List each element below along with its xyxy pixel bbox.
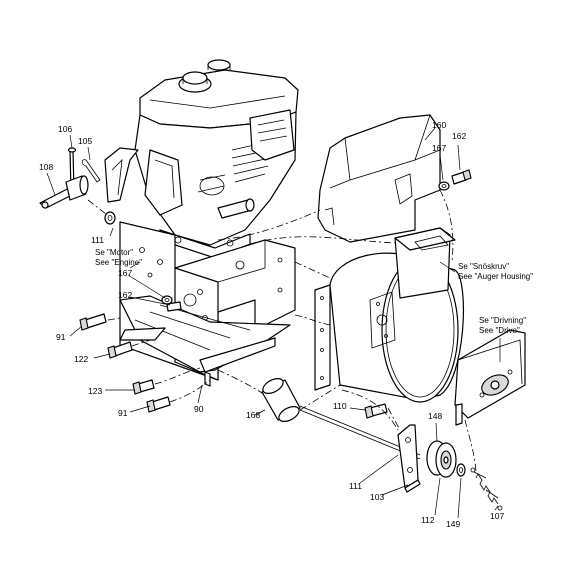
callout-105: 105 — [78, 136, 93, 146]
callout-103: 103 — [370, 492, 385, 502]
callout-112: 112 — [421, 515, 435, 525]
engine-reference-line2: See "Engine" — [95, 258, 143, 267]
fan-housing — [314, 227, 465, 403]
drive-reference-line1: Se "Drivning" — [479, 316, 527, 325]
callout-162-left: 162 — [118, 290, 133, 300]
auger-reference-line1: Se "Snöskruv" — [458, 262, 510, 271]
callout-leaders — [46, 127, 501, 519]
assembly-guide-lines — [87, 189, 477, 473]
callout-110: 110 — [333, 401, 347, 411]
callout-148: 148 — [428, 411, 443, 421]
callout-91-upper: 91 — [56, 332, 66, 342]
auger-housing-reference-note: Se "Snöskruv" See "Auger Housing" — [458, 262, 533, 282]
callout-108: 108 — [39, 162, 54, 172]
callout-167-left: 167 — [118, 268, 133, 278]
engine-reference-note: Se "Motor" See "Engine" — [95, 248, 142, 268]
drive-plate — [454, 329, 526, 426]
frame-assembly — [119, 221, 296, 387]
drive-reference-line2: See "Drive" — [479, 326, 520, 335]
callout-160: 160 — [432, 120, 447, 130]
callout-162-right: 162 — [452, 131, 467, 141]
callout-106: 106 — [58, 124, 73, 134]
callout-168: 168 — [246, 410, 261, 420]
callout-167-right: 167 — [432, 143, 447, 153]
callout-111-top: 111 — [91, 235, 104, 245]
engine-assembly — [104, 59, 299, 259]
callout-90: 90 — [194, 404, 204, 414]
callout-123: 123 — [88, 386, 103, 396]
handle-bracket-parts — [39, 147, 116, 225]
callout-122: 122 — [74, 354, 89, 364]
callout-111-bottom: 111 — [349, 481, 362, 491]
callout-91-lower: 91 — [118, 408, 128, 418]
auger-reference-line2: See "Auger Housing" — [458, 272, 534, 281]
pulley-assembly — [261, 378, 503, 511]
drive-reference-note: Se "Drivning" See "Drive" — [479, 316, 526, 336]
engine-reference-line1: Se "Motor" — [95, 248, 134, 257]
callout-107: 107 — [490, 511, 505, 521]
callout-149: 149 — [446, 519, 461, 529]
chute-cover — [317, 114, 472, 243]
